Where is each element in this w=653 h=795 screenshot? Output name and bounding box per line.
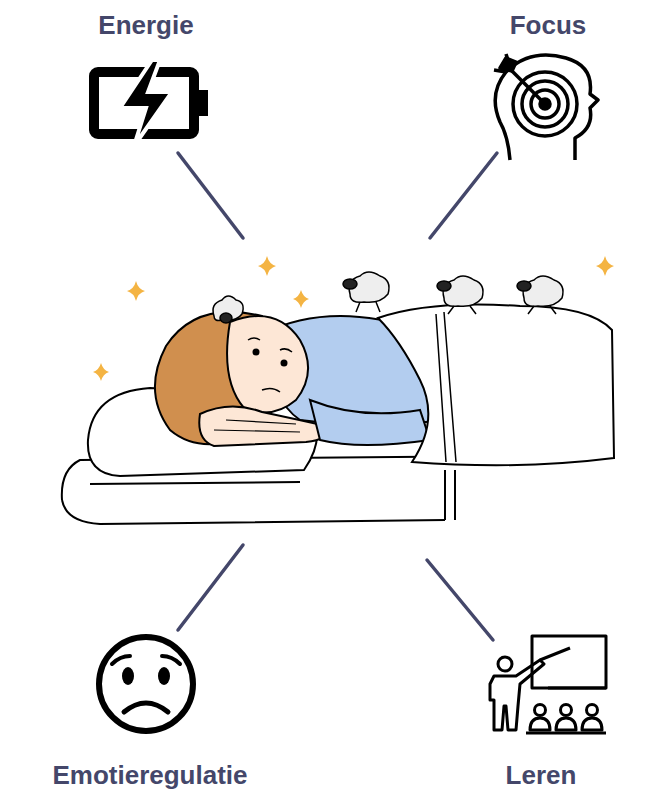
benefit-label: Emotieregulatie <box>0 759 300 791</box>
focus-icon <box>494 54 598 160</box>
teacher-icon <box>490 636 606 733</box>
sad-face-icon <box>99 637 193 731</box>
face <box>227 316 308 413</box>
blanket <box>378 305 614 466</box>
benefit-label: Leren <box>391 759 653 791</box>
benefit-label: Energie <box>0 9 296 41</box>
eyes <box>248 338 292 392</box>
sheep <box>213 272 563 323</box>
sleeve <box>310 400 430 445</box>
benefit-label: Focus <box>398 9 653 41</box>
hands <box>199 406 326 446</box>
battery-icon <box>94 60 208 146</box>
